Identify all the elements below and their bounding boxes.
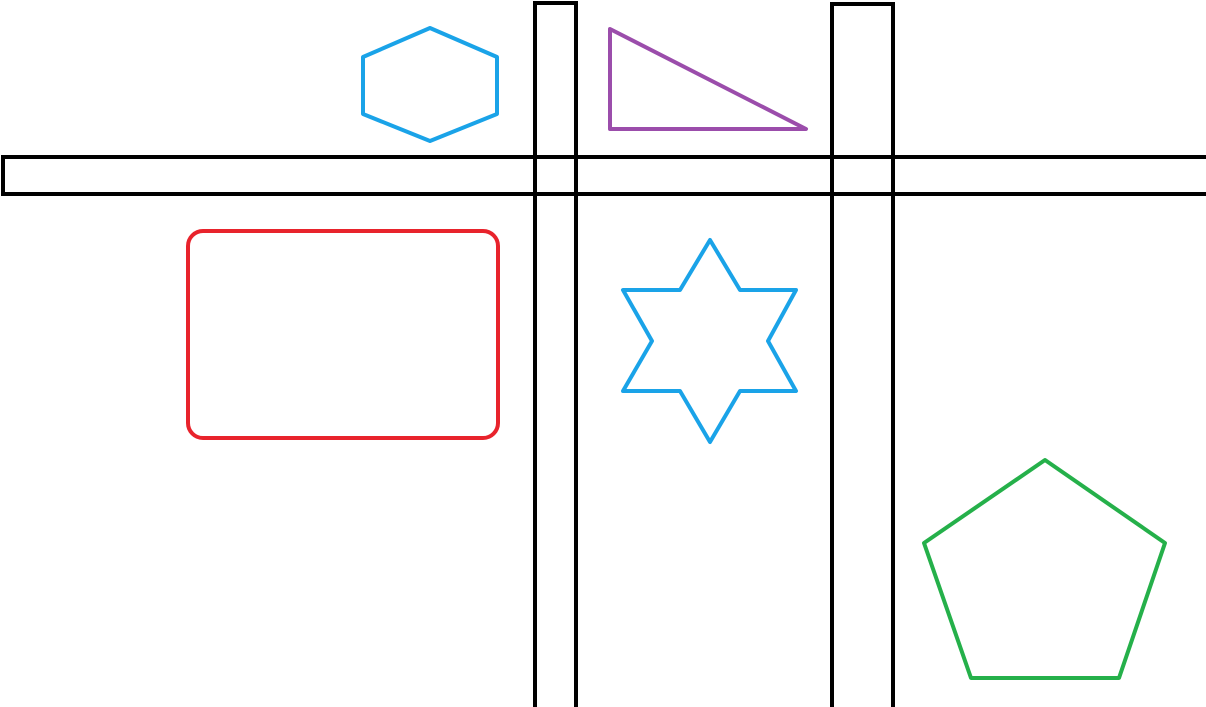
blue-hexagon (361, 26, 499, 143)
blue-six-pointed-star (621, 238, 798, 444)
horizontal-road (1, 155, 1206, 196)
vertical-road-left (533, 1, 578, 707)
purple-right-triangle (608, 27, 808, 131)
red-rounded-rectangle (186, 229, 500, 440)
vertical-road-right (830, 2, 895, 707)
green-pentagon (922, 458, 1167, 680)
